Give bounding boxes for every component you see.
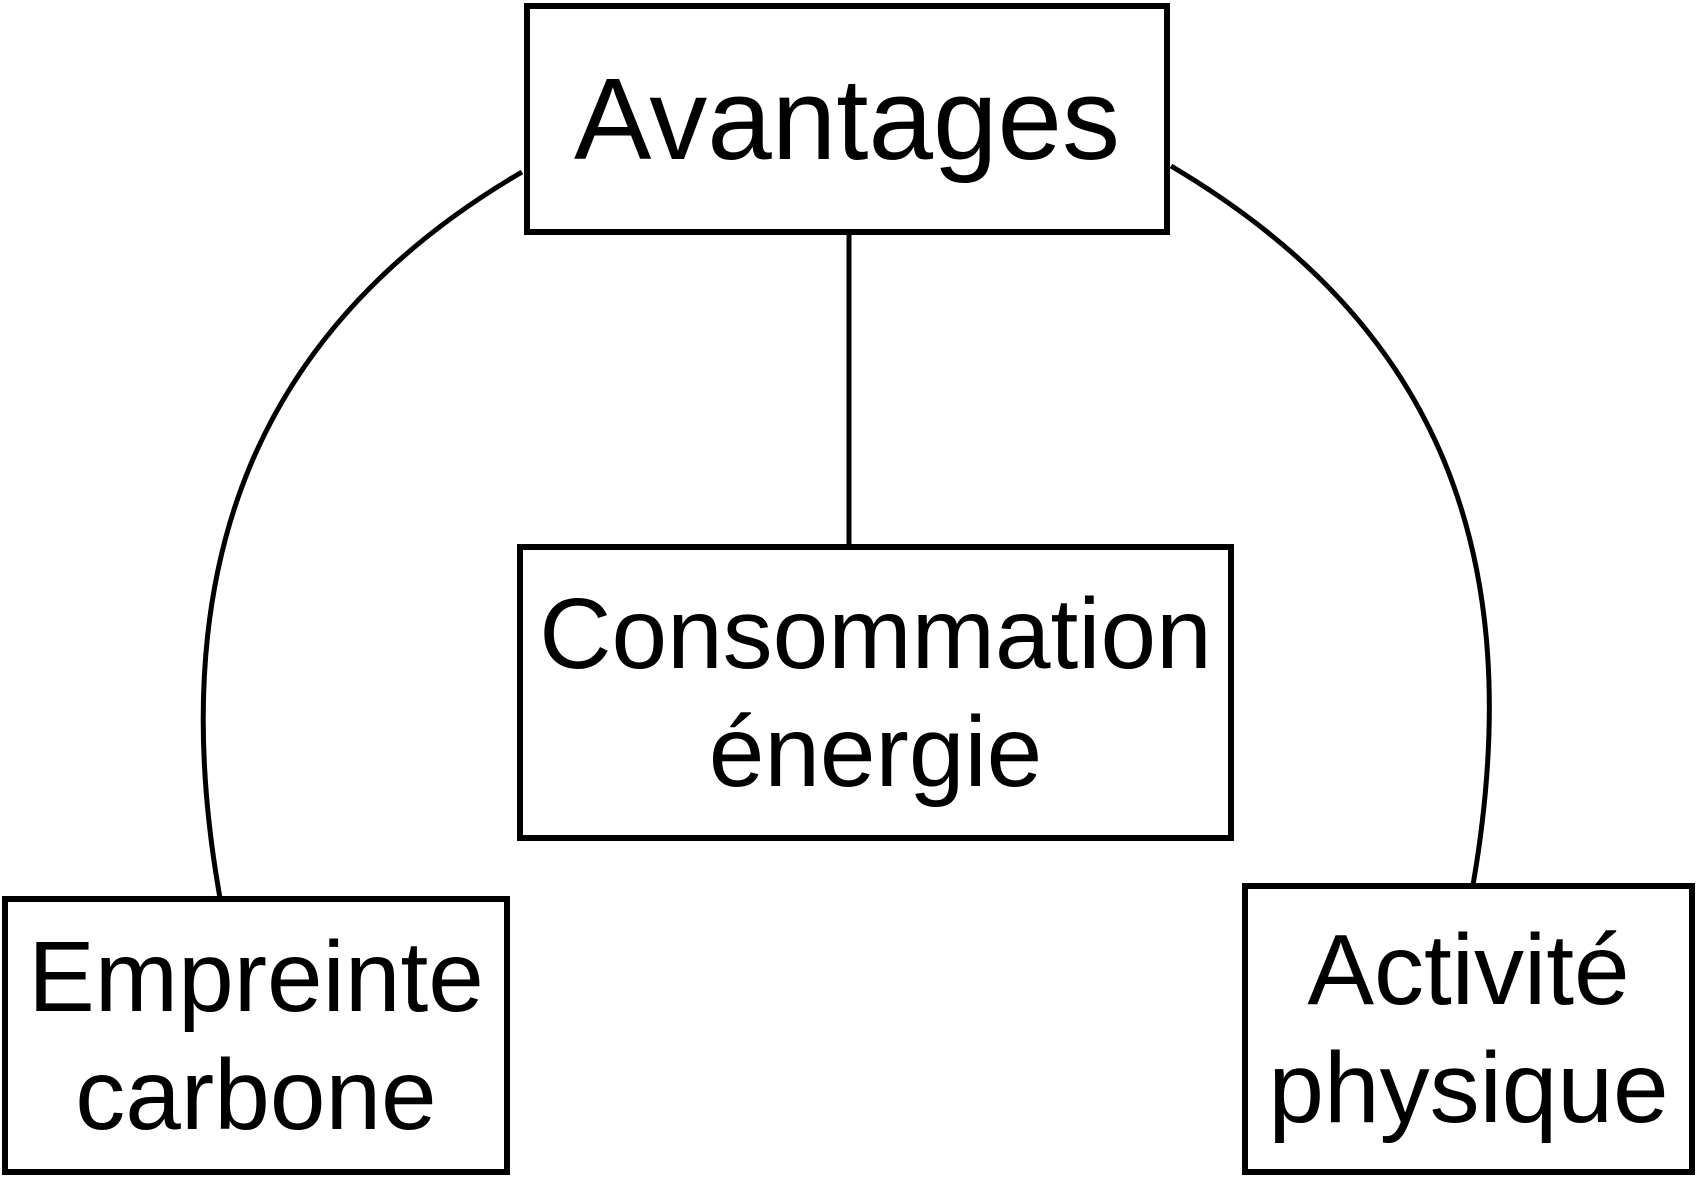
root-node-label: Avantages — [573, 54, 1121, 184]
node-center-line-1: Consommation — [539, 577, 1212, 690]
root-node-avantages: Avantages — [524, 3, 1170, 235]
connector-root-to-right — [1169, 163, 1492, 886]
node-left-line-1: Empreinte — [28, 920, 484, 1033]
node-empreinte-carbone: Empreinte carbone — [2, 896, 510, 1175]
node-left-line-2: carbone — [75, 1038, 437, 1151]
node-activite-physique: Activité physique — [1242, 883, 1695, 1175]
connector-root-to-left — [200, 169, 524, 899]
node-consommation-energie: Consommation énergie — [517, 544, 1234, 841]
node-right-line-1: Activité — [1307, 914, 1630, 1026]
node-right-line-2: physique — [1268, 1032, 1669, 1144]
node-center-line-2: énergie — [708, 695, 1043, 808]
